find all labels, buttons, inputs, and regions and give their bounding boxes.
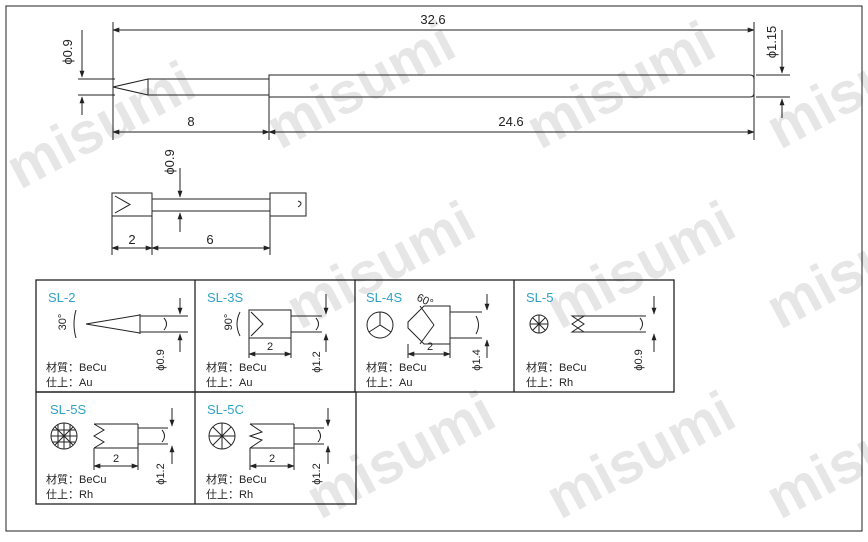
tip-finish: 仕上：Au bbox=[206, 376, 252, 389]
main-pin-drawing bbox=[78, 22, 790, 140]
tip-name: SL-2 bbox=[48, 290, 75, 305]
detail-drawing bbox=[111, 168, 307, 255]
tip-finish: 仕上：Rh bbox=[46, 488, 93, 501]
detail-len-a-label: 2 bbox=[128, 232, 135, 247]
body-length-label: 24.6 bbox=[498, 114, 523, 129]
tip-length: 2 bbox=[113, 453, 119, 465]
tip-length: 2 bbox=[267, 341, 273, 353]
tip-name: SL-5 bbox=[526, 290, 553, 305]
tip-name: SL-4S bbox=[366, 290, 402, 305]
detail-len-b-label: 6 bbox=[206, 232, 213, 247]
tip-diameter-label: ϕ0.9 bbox=[60, 39, 75, 64]
body-diameter-label: ϕ1.15 bbox=[764, 26, 779, 59]
tip-material: 材質：BeCu bbox=[526, 360, 587, 374]
tip-table-grid bbox=[35, 279, 675, 505]
tip-cell-sl-5s: SL-5S 材質：BeCu 仕上：Rh 2 ϕ1.2 bbox=[46, 402, 175, 501]
tip-angle: 30° bbox=[57, 314, 69, 331]
tip-diameter: ϕ1.2 bbox=[311, 351, 323, 372]
tip-cell-sl-4s: SL-4S 材質：BeCu 仕上：Au 60° 2 ϕ1.4 bbox=[366, 290, 490, 389]
watermark-text: misumi bbox=[536, 379, 746, 532]
tip-angle: 60° bbox=[415, 292, 435, 310]
watermark-text: misumi bbox=[756, 379, 868, 532]
tip-diameter: ϕ1.4 bbox=[471, 349, 483, 370]
tip-cell-sl-5c: SL-5C 材質：BeCu 仕上：Rh 2 ϕ1.2 bbox=[206, 402, 331, 501]
detail-diameter-label: ϕ0.9 bbox=[162, 149, 177, 174]
watermark: misumi misumi misumi misumi misumi misum… bbox=[0, 9, 868, 532]
tip-diameter: ϕ1.2 bbox=[311, 463, 323, 484]
tip-length: 2 bbox=[427, 341, 433, 353]
tip-finish: 仕上：Au bbox=[46, 376, 92, 389]
tip-material: 材質：BeCu bbox=[46, 472, 107, 486]
tip-cell-sl-3s: SL-3S 材質：BeCu 仕上：Au 90° 2 ϕ1.2 bbox=[206, 290, 329, 389]
tip-diameter: ϕ0.9 bbox=[155, 349, 167, 370]
tip-length: 2 bbox=[269, 453, 275, 465]
tip-material: 材質：BeCu bbox=[46, 360, 107, 374]
tip-finish: 仕上：Rh bbox=[526, 376, 573, 389]
tip-material: 材質：BeCu bbox=[206, 360, 267, 374]
tip-name: SL-5S bbox=[50, 402, 86, 417]
tip-length-label: 8 bbox=[187, 114, 194, 129]
tip-shape bbox=[236, 294, 329, 358]
watermark-text: misumi bbox=[296, 379, 506, 532]
tip-shape bbox=[208, 408, 331, 470]
outer-frame bbox=[5, 5, 863, 532]
tip-shape bbox=[50, 408, 175, 470]
tip-finish: 仕上：Au bbox=[366, 376, 412, 389]
tip-material: 材質：BeCu bbox=[366, 360, 427, 374]
tip-angle: 90° bbox=[223, 314, 235, 331]
watermark-text: misumi bbox=[516, 9, 726, 162]
watermark-text: misumi bbox=[256, 9, 466, 162]
tip-name: SL-5C bbox=[207, 402, 244, 417]
tip-name: SL-3S bbox=[207, 290, 243, 305]
tip-shape bbox=[366, 294, 490, 358]
tip-finish: 仕上：Rh bbox=[206, 488, 253, 501]
tip-cell-sl-5: SL-5 材質：BeCu 仕上：Rh ϕ0.9 bbox=[526, 290, 657, 389]
total-length-label: 32.6 bbox=[420, 12, 445, 27]
watermark-text: misumi bbox=[756, 189, 868, 342]
tip-cell-sl-2: SL-2 材質：BeCu 仕上：Au 30° ϕ0.9 bbox=[46, 290, 188, 389]
tip-shape bbox=[529, 296, 657, 352]
tip-shape bbox=[73, 298, 188, 352]
tip-diameter: ϕ1.2 bbox=[155, 463, 167, 484]
tip-diameter: ϕ0.9 bbox=[633, 349, 645, 370]
watermark-text: misumi bbox=[0, 49, 205, 202]
tip-material: 材質：BeCu bbox=[206, 472, 267, 486]
